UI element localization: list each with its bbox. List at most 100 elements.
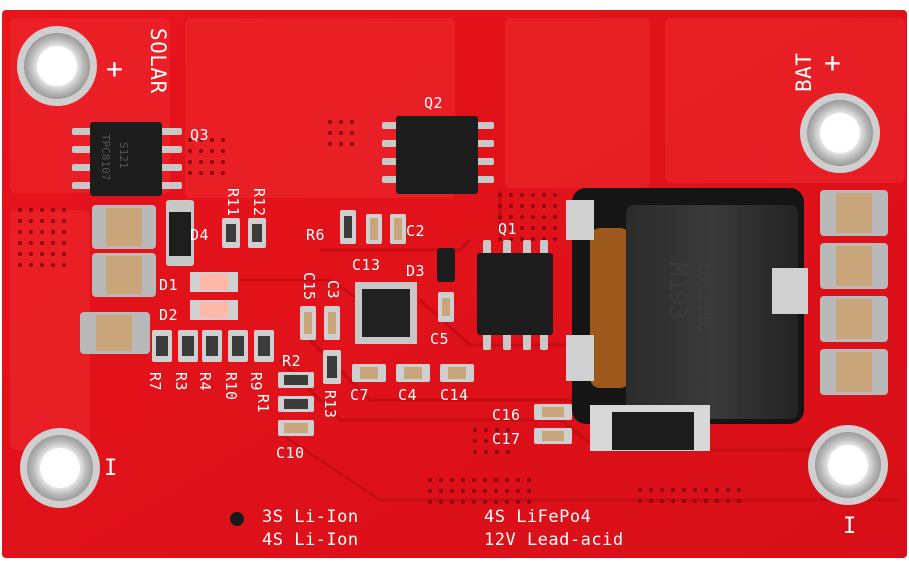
via: [450, 489, 454, 493]
d4-label: D4: [190, 226, 210, 244]
via: [494, 489, 498, 493]
r9-label: R9: [247, 372, 265, 392]
via: [483, 489, 487, 493]
via: [339, 131, 343, 135]
via: [199, 149, 203, 153]
via: [221, 171, 225, 175]
via: [527, 489, 531, 493]
via: [29, 252, 33, 256]
via: [29, 241, 33, 245]
via: [29, 219, 33, 223]
via: [51, 252, 55, 256]
via: [505, 500, 509, 504]
r2-label: R2: [282, 352, 302, 370]
bat-label: BAT: [792, 52, 816, 92]
via: [649, 488, 653, 492]
via: [726, 499, 730, 503]
via: [553, 193, 557, 197]
via: [18, 219, 22, 223]
via: [18, 208, 22, 212]
q3-chip: [72, 122, 182, 196]
via: [29, 230, 33, 234]
via: [221, 149, 225, 153]
battery-option-3: 4S LiFePo4: [484, 507, 592, 527]
via: [18, 230, 22, 234]
via: [210, 138, 214, 142]
q1-label: Q1: [498, 220, 518, 238]
via: [40, 230, 44, 234]
power-inductor: [566, 188, 808, 424]
via: [473, 439, 477, 443]
r11-label: R11: [224, 188, 242, 217]
via: [18, 252, 22, 256]
q3-label: Q3: [190, 126, 210, 144]
via: [450, 500, 454, 504]
inductor-line2: M193: [664, 262, 692, 320]
via: [461, 500, 465, 504]
via: [484, 439, 488, 443]
via: [40, 241, 44, 245]
via: [495, 428, 499, 432]
via: [737, 488, 741, 492]
via: [671, 488, 675, 492]
via: [520, 237, 524, 241]
via: [40, 263, 44, 267]
via: [473, 428, 477, 432]
c14-label: C14: [440, 386, 469, 404]
via: [51, 230, 55, 234]
via: [553, 226, 557, 230]
via: [210, 149, 214, 153]
mounting-holes: [17, 26, 888, 508]
via: [737, 499, 741, 503]
via: [328, 142, 332, 146]
via: [483, 478, 487, 482]
via: [516, 489, 520, 493]
via: [531, 226, 535, 230]
c2-label: C2: [406, 222, 426, 240]
via: [553, 204, 557, 208]
via: [62, 219, 66, 223]
via: [439, 489, 443, 493]
via: [439, 478, 443, 482]
via: [40, 219, 44, 223]
via: [221, 160, 225, 164]
via: [199, 171, 203, 175]
d1-label: D1: [159, 276, 179, 294]
output-capacitors: [820, 190, 888, 395]
bullet-dot: [230, 512, 244, 526]
r4-label: R4: [196, 372, 214, 392]
via: [51, 263, 55, 267]
c13-label: C13: [352, 256, 381, 274]
r1-label: R1: [254, 394, 272, 414]
via: [506, 439, 510, 443]
via: [188, 149, 192, 153]
via: [51, 219, 55, 223]
via: [483, 500, 487, 504]
r13-label: R13: [321, 390, 339, 419]
via: [51, 241, 55, 245]
r6-label: R6: [306, 226, 326, 244]
c7-label: C7: [350, 386, 370, 404]
battery-option-1: 3S Li-Ion: [262, 507, 359, 527]
via: [339, 142, 343, 146]
via: [40, 252, 44, 256]
via: [693, 488, 697, 492]
via: [553, 215, 557, 219]
via: [506, 428, 510, 432]
via: [328, 131, 332, 135]
via: [494, 478, 498, 482]
input-capacitors: [80, 205, 156, 354]
via: [472, 500, 476, 504]
via: [188, 171, 192, 175]
via: [350, 120, 354, 124]
via: [498, 237, 502, 241]
via: [704, 499, 708, 503]
via: [29, 208, 33, 212]
via: [542, 226, 546, 230]
via: [461, 489, 465, 493]
d4-diode: [166, 200, 194, 266]
via: [505, 478, 509, 482]
via: [520, 204, 524, 208]
via: [472, 489, 476, 493]
c4-label: C4: [398, 386, 418, 404]
